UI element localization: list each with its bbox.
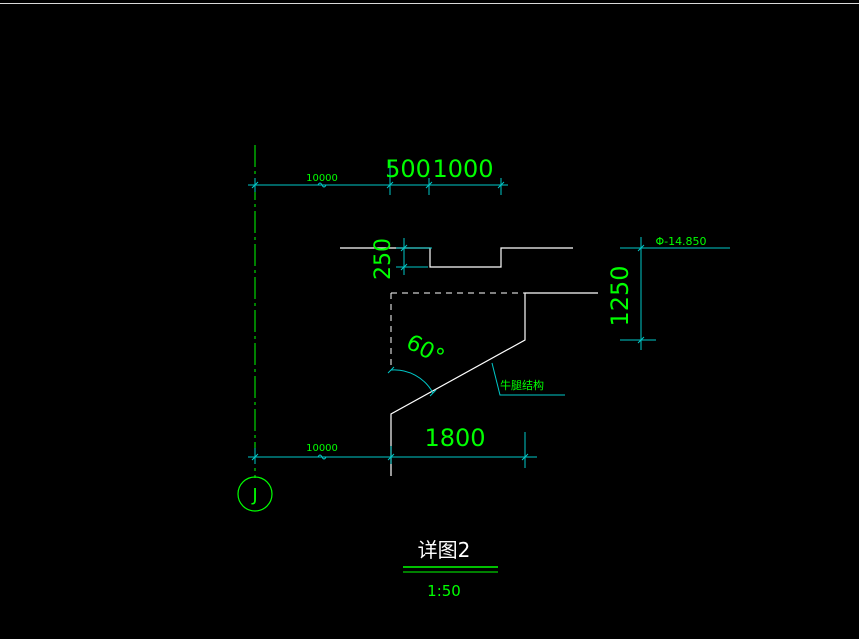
top-seg2-label: 1000 [432, 155, 493, 183]
detail-title: 详图2 [418, 538, 471, 562]
right-height-dimension [620, 237, 730, 350]
right-height-label: 1250 [606, 265, 634, 326]
corbel-outline [390, 292, 598, 476]
bottom-width-label: 1800 [424, 424, 485, 452]
bottom-offset-label: 10000 [306, 443, 338, 454]
angle-arc [390, 369, 434, 394]
angle-arc-tick-1 [387, 366, 395, 374]
step-height-label: 250 [371, 238, 396, 280]
elevation-label: Φ-14.850 [655, 235, 706, 248]
grid-axis-label: J [251, 485, 257, 506]
grid-axis-bubble [237, 476, 273, 512]
window-top-border [0, 3, 859, 4]
top-seg1-label: 500 [385, 155, 431, 183]
top-offset-label: 10000 [306, 173, 338, 184]
bottom-dimension [248, 432, 537, 468]
callout-leader [491, 362, 565, 396]
angle-label: 60° [402, 330, 448, 370]
scale-label: 1:50 [427, 582, 461, 600]
angle-arc-tick-2 [429, 389, 437, 397]
callout-label: 牛腿结构 [500, 378, 544, 392]
top-dimension [248, 160, 508, 195]
step-height-dimension [396, 238, 432, 275]
